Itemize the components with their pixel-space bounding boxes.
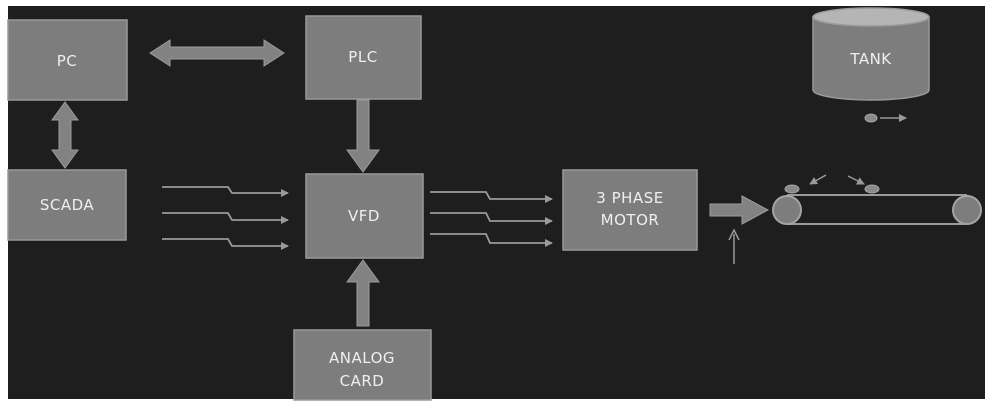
vfd-block: VFD (305, 173, 424, 259)
analog-vfd-arrow (346, 259, 380, 327)
vfd-signal-line (430, 191, 553, 203)
motor-conveyor-arrow (709, 195, 770, 225)
sensor-up-arrow (728, 228, 740, 264)
motor-block: 3 PHASE MOTOR (562, 169, 698, 251)
plc-vfd-arrow (346, 99, 380, 173)
scada-signal-line (162, 212, 289, 224)
scada-signal-line (162, 186, 289, 197)
vfd-label: VFD (348, 207, 380, 225)
motor-label-line2: MOTOR (601, 211, 660, 229)
tank-label: TANK (849, 50, 892, 68)
scada-block: SCADA (7, 169, 127, 241)
plc-block: PLC (305, 15, 422, 100)
motor-label-line1: 3 PHASE (596, 189, 663, 207)
pc-label: PC (57, 52, 78, 70)
analog-card-block: ANALOG CARD (293, 329, 432, 401)
analog-label-line1: ANALOG (329, 349, 395, 367)
pc-scada-double-arrow (51, 101, 79, 169)
conveyor-items (784, 174, 880, 194)
plc-label: PLC (348, 48, 377, 66)
pc-plc-double-arrow (149, 39, 285, 67)
vfd-motor-signal-lines (430, 191, 553, 247)
analog-label-line2: CARD (340, 372, 385, 390)
tank-output-item (864, 113, 907, 123)
conveyor-belt-icon (772, 194, 982, 225)
scada-label: SCADA (40, 196, 95, 214)
vfd-signal-line (430, 233, 553, 247)
pc-block: PC (7, 19, 128, 101)
tank-icon: TANK (812, 7, 930, 101)
scada-signal-line (162, 238, 289, 250)
scada-vfd-signal-lines (162, 186, 289, 250)
vfd-signal-line (430, 212, 553, 225)
